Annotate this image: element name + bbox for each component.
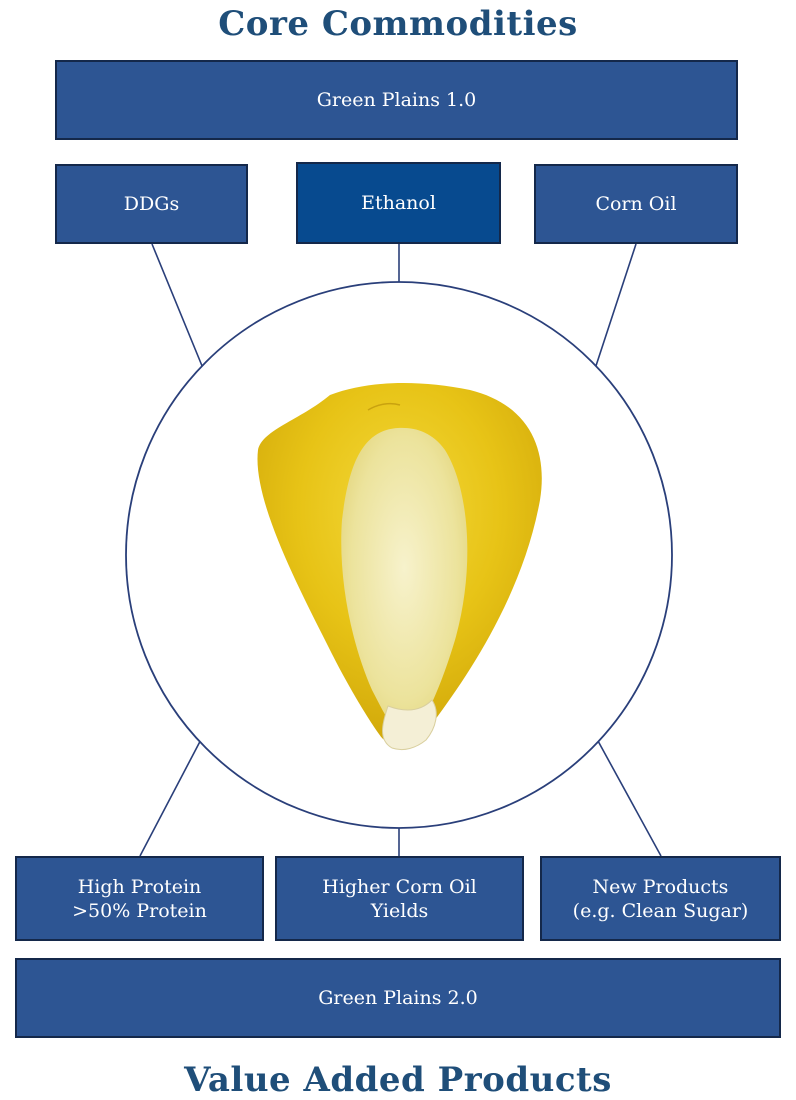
higher-corn-oil-box: Higher Corn Oil Yields: [275, 856, 524, 941]
higher-corn-oil-line2: Yields: [322, 899, 476, 923]
connector-corn-oil: [592, 244, 636, 378]
connector-new-products: [592, 730, 661, 856]
green-plains-2-0-label: Green Plains 2.0: [318, 986, 478, 1010]
connector-ddgs: [152, 244, 207, 378]
new-products-line2: (e.g. Clean Sugar): [573, 899, 749, 923]
high-protein-line2: >50% Protein: [72, 899, 207, 923]
high-protein-box: High Protein >50% Protein: [15, 856, 264, 941]
high-protein-line1: High Protein: [72, 875, 207, 899]
higher-corn-oil-line1: Higher Corn Oil: [322, 875, 476, 899]
connector-high-protein: [140, 730, 206, 856]
diagram-title-value-added-products: Value Added Products: [0, 1060, 796, 1100]
new-products-line1: New Products: [573, 875, 749, 899]
new-products-box: New Products (e.g. Clean Sugar): [540, 856, 781, 941]
green-plains-2-0-bar: Green Plains 2.0: [15, 958, 781, 1038]
